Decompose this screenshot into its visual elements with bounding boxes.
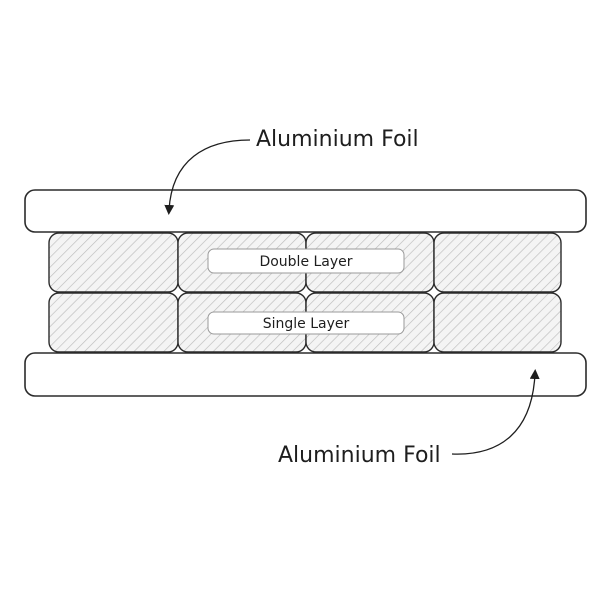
top-foil-label: Aluminium Foil xyxy=(256,127,419,152)
bottom-foil-arrow xyxy=(451,369,540,455)
block-top-4 xyxy=(433,232,562,293)
bottom-foil-label: Aluminium Foil xyxy=(278,443,441,468)
single-layer-label: Single Layer xyxy=(263,316,350,332)
single-layer-label-box xyxy=(207,311,405,335)
block-top-1 xyxy=(48,232,179,293)
double-layer-label-box xyxy=(207,248,405,274)
double-layer-label: Double Layer xyxy=(259,254,352,270)
block-bottom-1 xyxy=(48,292,179,353)
top-foil-bar xyxy=(24,189,587,233)
bottom-foil-bar xyxy=(24,352,587,397)
top-foil-arrow xyxy=(164,139,251,215)
block-bottom-4 xyxy=(433,292,562,353)
